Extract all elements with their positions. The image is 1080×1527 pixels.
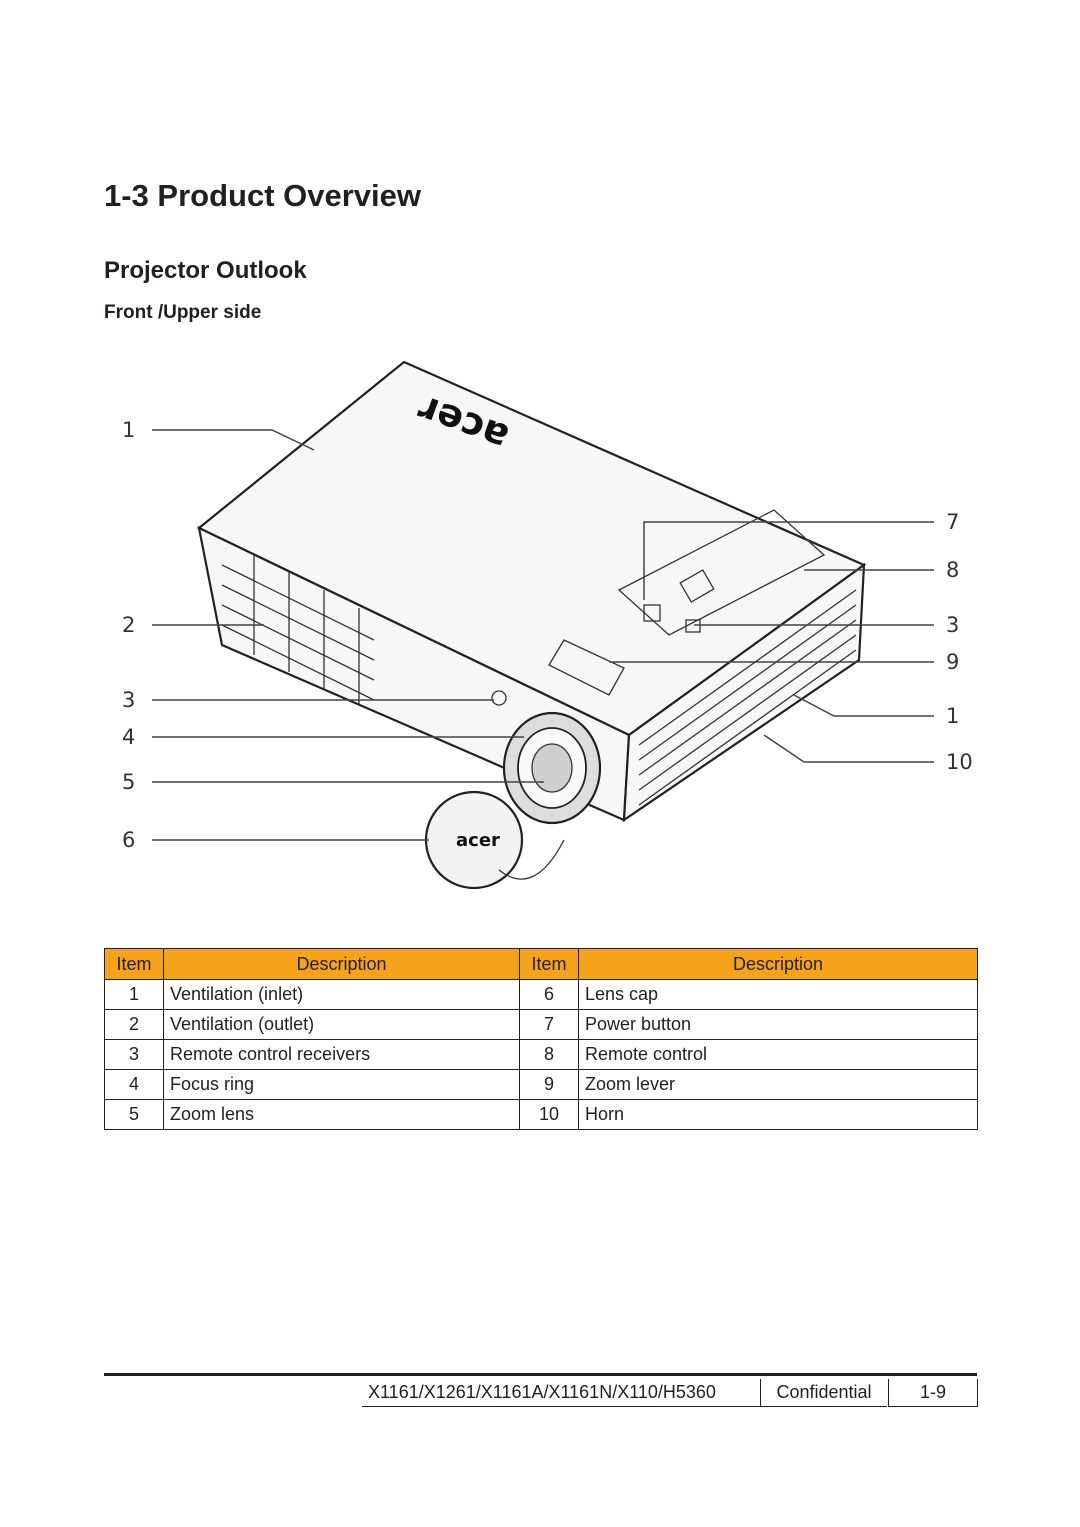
header-item-2: Item bbox=[519, 948, 579, 980]
header-item: Item bbox=[104, 948, 164, 980]
table-header-row: Item Description Item Description bbox=[104, 948, 978, 980]
projector-right-side bbox=[622, 562, 866, 823]
callout-1: 1 bbox=[122, 418, 135, 442]
item-number: 10 bbox=[519, 1099, 579, 1130]
zoom-lever bbox=[548, 639, 625, 696]
table-row: 3 Remote control receivers 8 Remote cont… bbox=[104, 1039, 978, 1070]
sub-subsection-title: Front /Upper side bbox=[104, 302, 262, 323]
item-description: Lens cap bbox=[578, 979, 978, 1010]
item-description: Ventilation (outlet) bbox=[163, 1009, 520, 1040]
header-description: Description bbox=[163, 948, 520, 980]
callout-1-right: 1 bbox=[946, 704, 959, 728]
table-row: 5 Zoom lens 10 Horn bbox=[104, 1099, 978, 1130]
callout-8: 8 bbox=[946, 558, 959, 582]
callout-7: 7 bbox=[946, 510, 959, 534]
table-row: 2 Ventilation (outlet) 7 Power button bbox=[104, 1009, 978, 1040]
remote-receiver bbox=[491, 690, 507, 706]
item-description: Power button bbox=[578, 1009, 978, 1040]
item-number: 4 bbox=[104, 1069, 164, 1100]
item-description: Zoom lever bbox=[578, 1069, 978, 1100]
footer-confidential: Confidential bbox=[760, 1379, 887, 1407]
lens-cap: acer bbox=[424, 790, 565, 890]
projector-figure: acer acer 1 2 3 4 5 6 7 8 3 9 1 10 bbox=[122, 360, 973, 890]
callout-9: 9 bbox=[946, 650, 959, 674]
lens-assembly bbox=[502, 711, 602, 825]
item-description: Remote control receivers bbox=[163, 1039, 520, 1070]
item-number: 2 bbox=[104, 1009, 164, 1040]
section-title: 1-3 Product Overview bbox=[104, 178, 422, 213]
footer-rule bbox=[104, 1373, 977, 1376]
item-number: 7 bbox=[519, 1009, 579, 1040]
callout-4: 4 bbox=[122, 725, 135, 749]
callout-leaders bbox=[152, 429, 934, 841]
header-description-2: Description bbox=[578, 948, 978, 980]
callout-10: 10 bbox=[946, 750, 973, 774]
item-description: Zoom lens bbox=[163, 1099, 520, 1130]
footer-models: X1161/X1261/X1161A/X1161N/X110/H5360 bbox=[362, 1379, 764, 1407]
item-number: 3 bbox=[104, 1039, 164, 1070]
lens-cap-logo: acer bbox=[456, 830, 500, 851]
subsection-title: Projector Outlook bbox=[104, 257, 307, 284]
item-description: Focus ring bbox=[163, 1069, 520, 1100]
item-number: 1 bbox=[104, 979, 164, 1010]
callout-5: 5 bbox=[122, 770, 135, 794]
item-description: Remote control bbox=[578, 1039, 978, 1070]
callout-numbers: 1 2 3 4 5 6 7 8 3 9 1 10 bbox=[122, 418, 973, 852]
item-number: 5 bbox=[104, 1099, 164, 1130]
callout-3: 3 bbox=[122, 688, 135, 712]
item-number: 8 bbox=[519, 1039, 579, 1070]
projector-illustration: acer acer bbox=[196, 360, 867, 890]
item-number: 6 bbox=[519, 979, 579, 1010]
item-number: 9 bbox=[519, 1069, 579, 1100]
item-description-table: Item Description Item Description 1 Vent… bbox=[104, 948, 978, 1130]
table-row: 4 Focus ring 9 Zoom lever bbox=[104, 1069, 978, 1100]
control-panel bbox=[617, 509, 826, 636]
callout-2: 2 bbox=[122, 613, 135, 637]
table-row: 1 Ventilation (inlet) 6 Lens cap bbox=[104, 979, 978, 1010]
item-description: Horn bbox=[578, 1099, 978, 1130]
page-number: 1-9 bbox=[888, 1379, 978, 1407]
callout-6: 6 bbox=[122, 828, 135, 852]
callout-3-right: 3 bbox=[946, 613, 959, 637]
inlet-vent-grid bbox=[221, 555, 375, 705]
outlet-vent-lines bbox=[638, 589, 857, 806]
item-description: Ventilation (inlet) bbox=[163, 979, 520, 1010]
